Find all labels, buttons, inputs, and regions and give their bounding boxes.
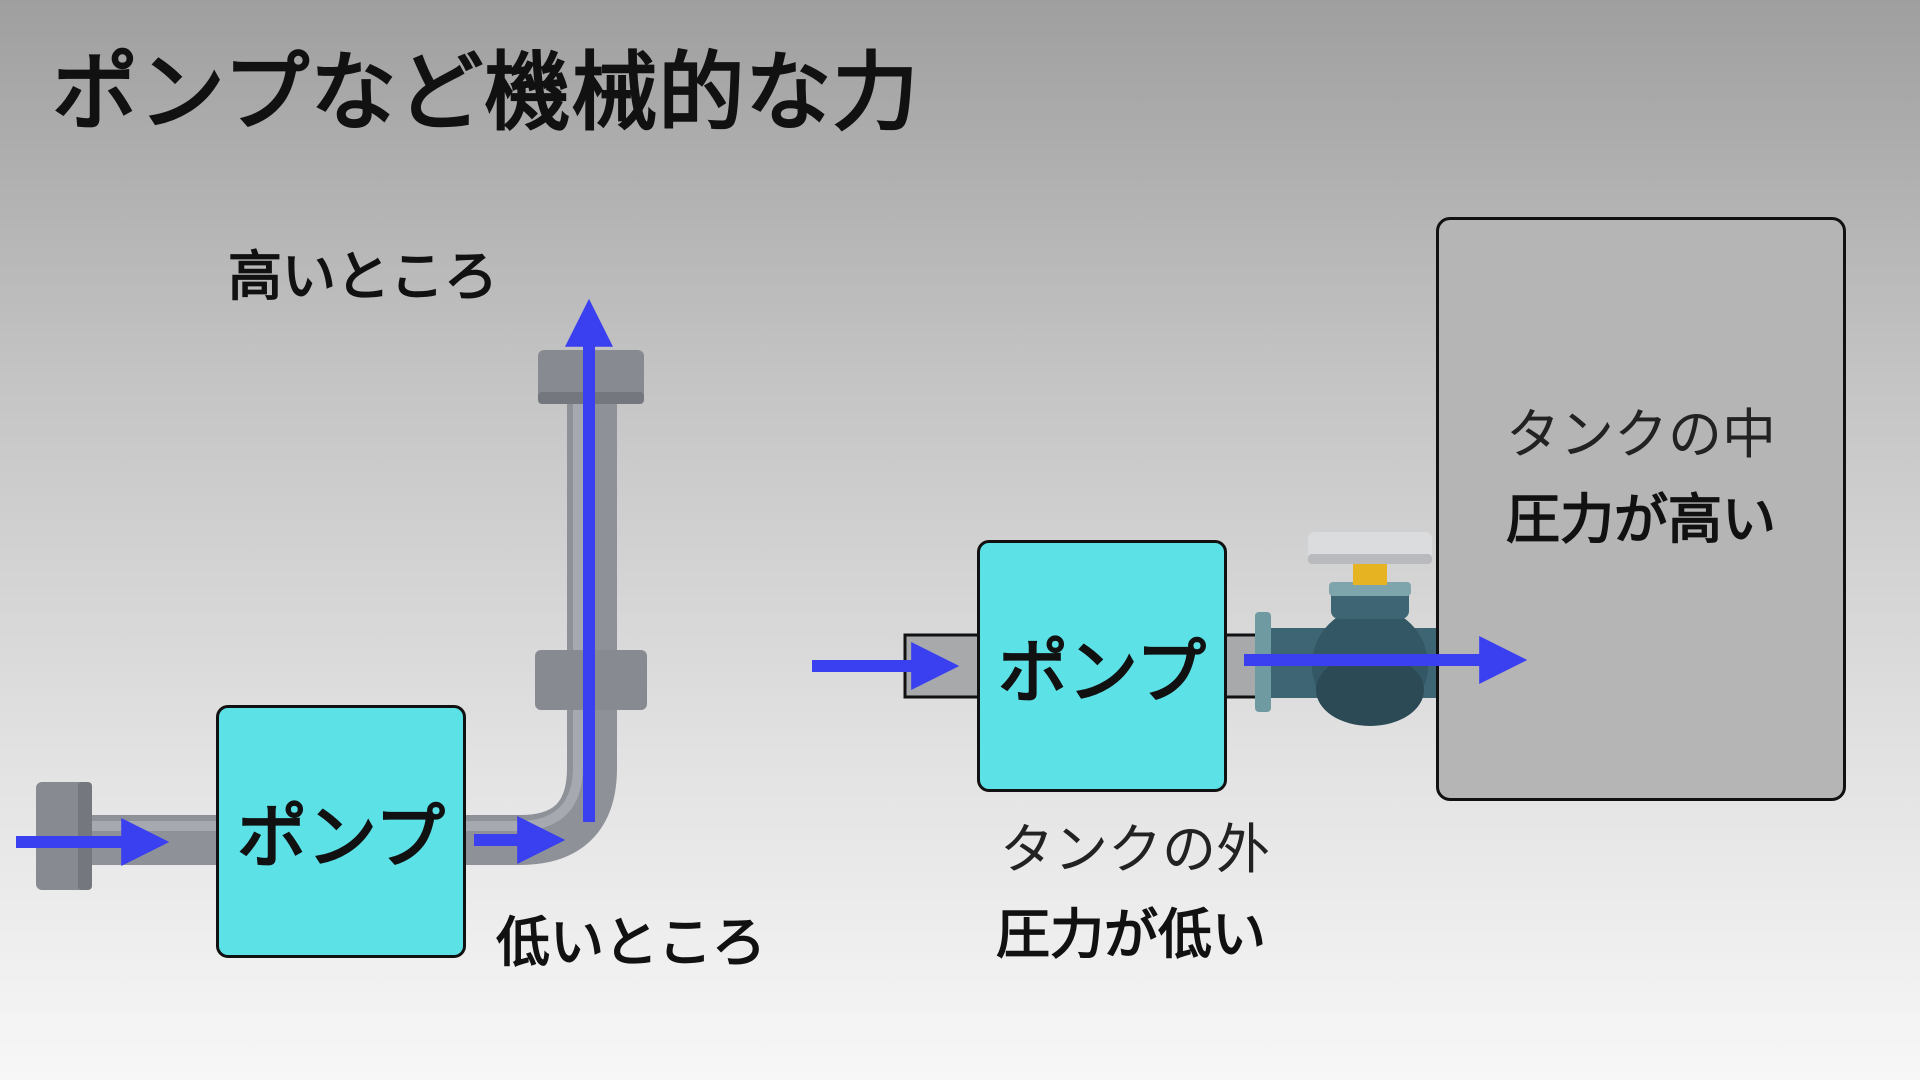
low-place-label: 低いところ — [496, 911, 766, 974]
valve-stem — [1353, 563, 1387, 585]
pump-right-label: ポンプ — [998, 630, 1206, 713]
page-title: ポンプなど機械的な力 — [52, 43, 920, 143]
pump-left-label: ポンプ — [237, 796, 445, 878]
tank-outside-pressure: 圧力が低い — [996, 903, 1266, 966]
valve-stem-collar — [1329, 582, 1411, 596]
pump-left: ポンプ — [216, 705, 466, 958]
high-place-label: 高いところ — [228, 245, 498, 308]
tank-inside-label: タンクの中 — [1506, 403, 1776, 466]
tank: タンクの中 圧力が高い — [1436, 217, 1846, 801]
tank-outside-label: タンクの外 — [1000, 818, 1270, 881]
tank-inside-pressure: 圧力が高い — [1506, 488, 1776, 551]
valve-body-shade — [1316, 654, 1424, 726]
pump-right: ポンプ — [977, 540, 1227, 792]
valve-handle-shadow — [1308, 554, 1432, 564]
